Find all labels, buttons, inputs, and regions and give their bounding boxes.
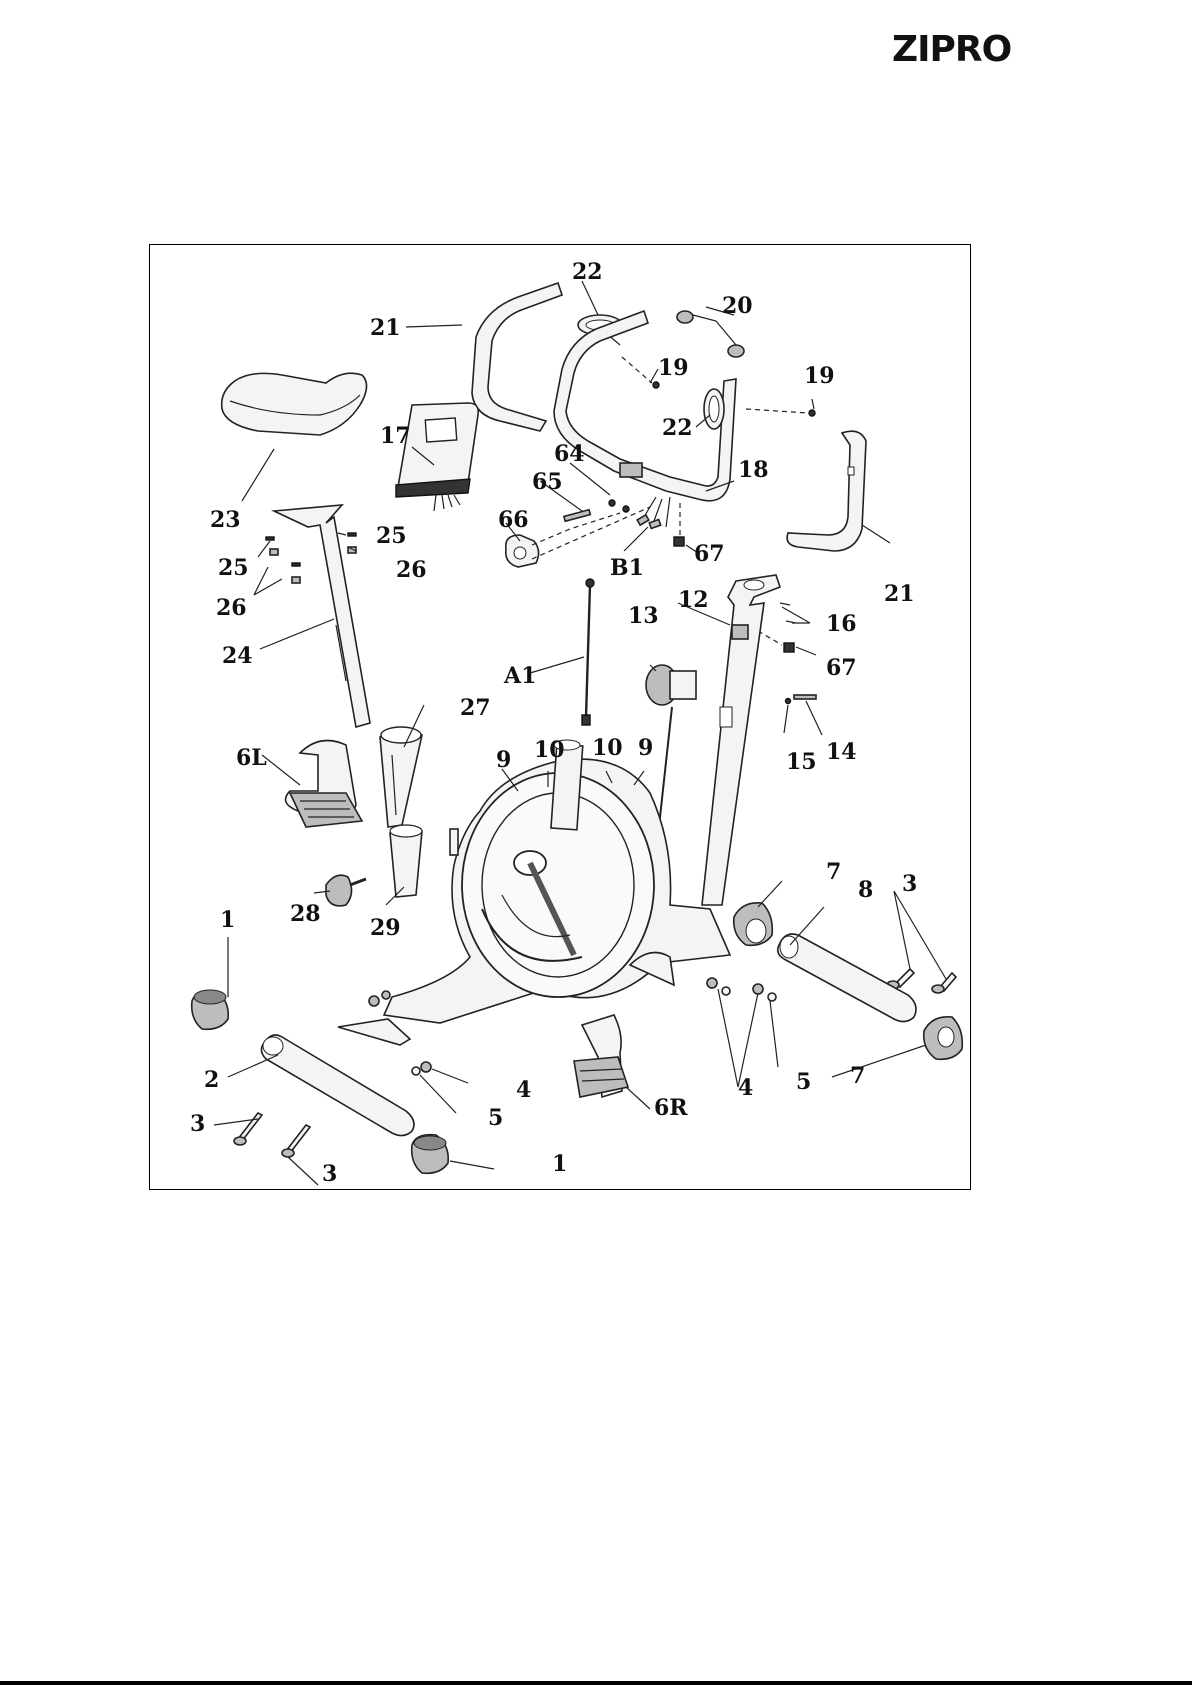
part-64-washer	[609, 500, 615, 506]
label-22: 22	[572, 259, 603, 285]
part-21-left-handlebar	[472, 283, 562, 431]
part-67-nut-a	[674, 537, 684, 546]
label-3: 3	[902, 871, 917, 897]
part-12-sensor	[732, 625, 748, 639]
part-23-saddle	[222, 373, 367, 435]
part-21-right-handlebar	[787, 431, 866, 551]
zipro-logo: ZIPRO	[892, 30, 1050, 66]
label-6R: 6R	[654, 1095, 688, 1121]
label-26: 26	[396, 557, 427, 583]
label-66: 66	[498, 507, 529, 533]
label-19: 19	[804, 363, 835, 389]
label-12: 12	[678, 587, 709, 613]
part-29-seat-tube	[390, 827, 422, 897]
label-67: 67	[826, 655, 857, 681]
part-67-nut-b	[784, 643, 794, 652]
part-2-rear-stabilizer	[261, 1035, 414, 1136]
label-17: 17	[380, 423, 411, 449]
logo-text: ZIPRO	[892, 30, 1011, 66]
label-9: 9	[638, 735, 653, 761]
label-29: 29	[370, 915, 401, 941]
label-16: 16	[826, 611, 857, 637]
label-10: 10	[534, 737, 565, 763]
label-20: 20	[722, 293, 753, 319]
label-9: 9	[496, 747, 511, 773]
label-24: 24	[222, 643, 253, 669]
label-25: 25	[376, 523, 407, 549]
part-20-end-cap-a	[677, 311, 693, 323]
label-4: 4	[516, 1077, 531, 1103]
label-5: 5	[488, 1105, 503, 1131]
label-7: 7	[826, 859, 841, 885]
part-25-bolt-a	[266, 537, 274, 540]
label-1: 1	[552, 1151, 567, 1177]
part-5-washer-a	[412, 1067, 420, 1075]
part-24-seat-post	[274, 505, 370, 727]
part-5-washer-b	[768, 993, 776, 1001]
label-25: 25	[218, 555, 249, 581]
label-3: 3	[190, 1111, 205, 1137]
label-22: 22	[662, 415, 693, 441]
diagram-canvas: 21 22 20 19 19 22 18 17 64 65 66 B1 67 2…	[150, 245, 972, 1191]
label-A1: A1	[503, 663, 536, 689]
page-bottom-rule	[0, 1681, 1192, 1685]
part-14-bolt	[794, 695, 816, 699]
label-1: 1	[220, 907, 235, 933]
label-64: 64	[554, 441, 585, 467]
label-26: 26	[216, 595, 247, 621]
part-15-washer	[786, 699, 791, 704]
label-19: 19	[658, 355, 689, 381]
part-27-sleeve	[380, 731, 422, 827]
part-18-bracket	[620, 463, 642, 477]
part-19-screw-a	[653, 382, 659, 388]
label-7: 7	[850, 1063, 865, 1089]
label-27: 27	[460, 695, 491, 721]
label-14: 14	[826, 739, 857, 765]
label-15: 15	[786, 749, 817, 775]
label-B1: B1	[610, 555, 644, 581]
label-21: 21	[884, 581, 915, 607]
label-5: 5	[796, 1069, 811, 1095]
part-4-cap-nut-a	[421, 1062, 431, 1072]
part-4-cap-nut-b	[707, 978, 717, 988]
part-A1-sensor-cable	[586, 585, 590, 717]
exploded-view-diagram: 21 22 20 19 19 22 18 17 64 65 66 B1 67 2…	[149, 244, 971, 1190]
part-20-end-cap-b	[728, 345, 744, 357]
part-26-nut-a	[270, 549, 278, 555]
label-3: 3	[322, 1161, 337, 1187]
label-13: 13	[628, 603, 659, 629]
part-19-screw-b	[809, 410, 815, 416]
label-28: 28	[290, 901, 321, 927]
label-8: 8	[858, 877, 873, 903]
label-6L: 6L	[236, 745, 267, 771]
label-67: 67	[694, 541, 725, 567]
label-2: 2	[204, 1067, 219, 1093]
part-65-bolt	[564, 510, 590, 522]
label-10: 10	[592, 735, 623, 761]
label-18: 18	[738, 457, 769, 483]
label-23: 23	[210, 507, 241, 533]
label-21: 21	[370, 315, 401, 341]
label-4: 4	[738, 1075, 753, 1101]
part-25-bolt-b	[348, 533, 356, 536]
label-65: 65	[532, 469, 563, 495]
